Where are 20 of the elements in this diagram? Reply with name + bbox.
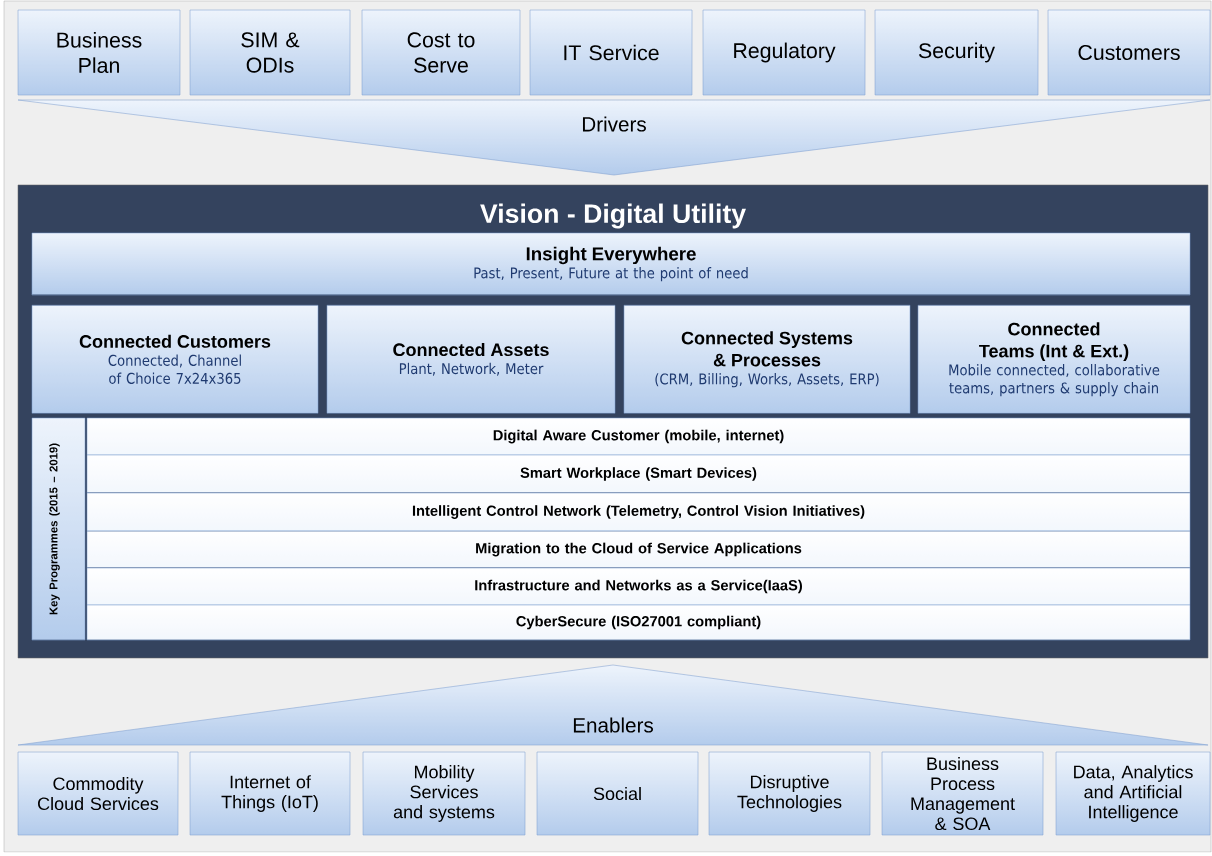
enabler-box: Data, Analytics and Artificial Intelligence [1055,751,1211,836]
pillar-box: Connected Customers Connected, Channel of Choice 7x24x365 [31,305,319,414]
enabler-box: Internet of Things (IoT) [189,751,351,836]
enabler-box: Commodity Cloud Services [17,751,179,836]
driver-box: SIM & ODIs [189,9,351,96]
side-label-box: Key Programmes (2015 – 2019) [31,417,86,641]
pillar-box: Connected Assets Plant, Network, Meter [326,305,616,414]
driver-box: IT Service [529,9,693,96]
enabler-box: Disruptive Technologies [708,751,871,836]
driver-box: Regulatory [702,9,866,96]
pillar-box: Connected Teams (Int & Ext.) Mobile connected, collaborative teams, partners & supply chain [917,305,1191,414]
pillar-box: Connected Systems & Processes (CRM, Billing, Works, Assets, ERP) [623,305,911,414]
enabler-box: Business Process Management & SOA [881,751,1044,836]
insight-banner: Insight Everywhere Past, Present, Future at the point of need [31,232,1191,296]
driver-box: Security [874,9,1039,96]
driver-box: Customers [1047,9,1211,96]
enabler-box: Social [536,751,699,836]
driver-box: Business Plan [17,9,181,96]
driver-box: Cost to Serve [361,9,521,96]
enabler-box: Mobility Services and systems [362,751,526,836]
